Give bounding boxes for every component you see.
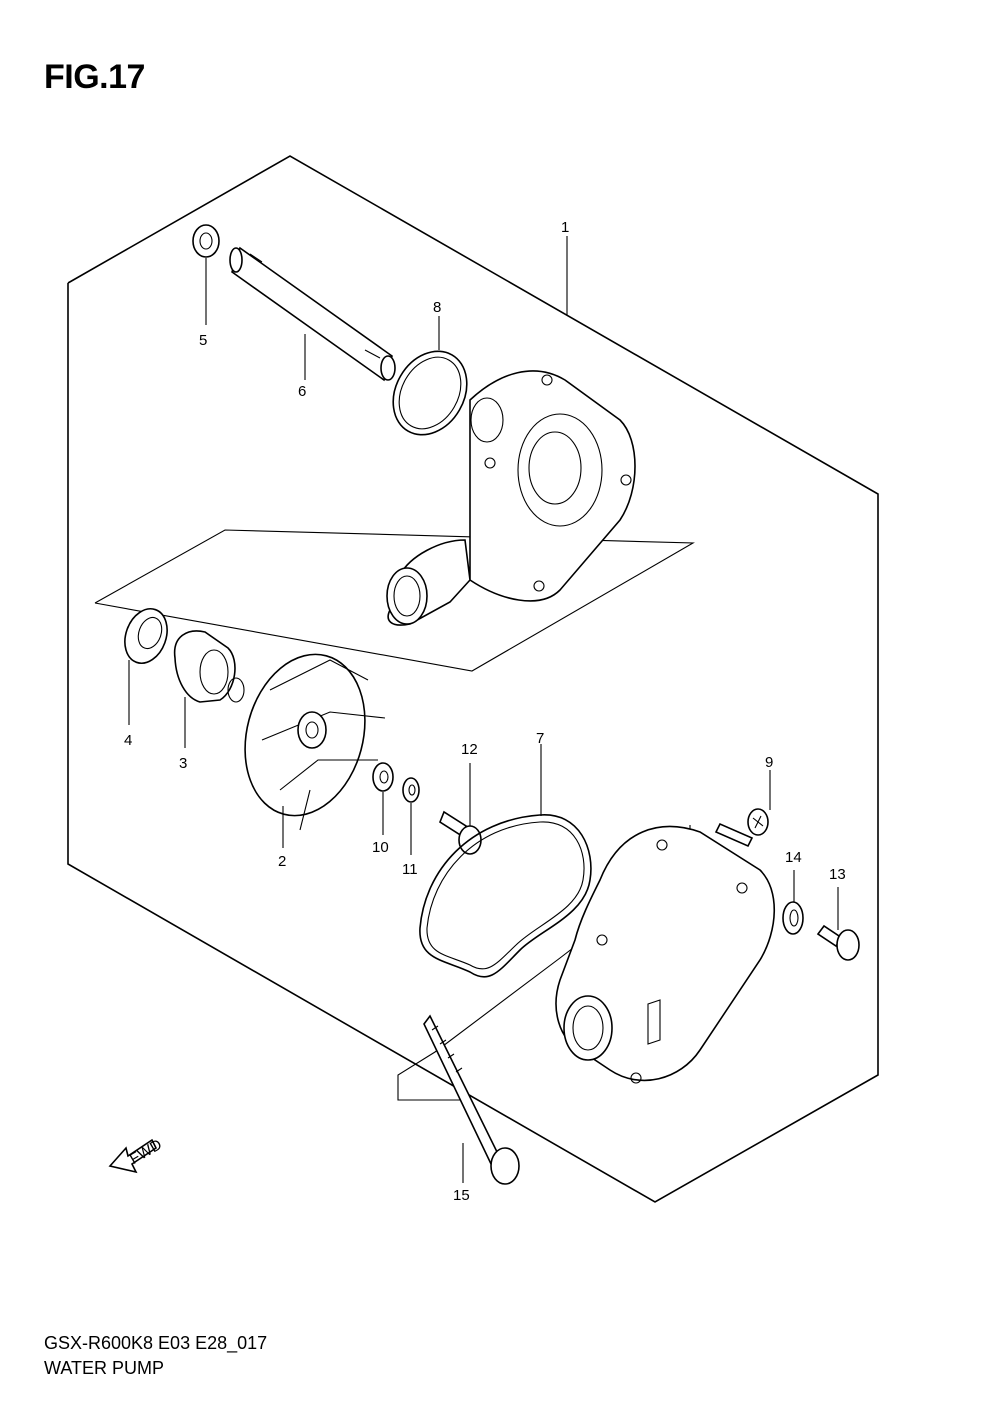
- callout-9: 9: [765, 754, 773, 771]
- callout-13: 13: [829, 866, 846, 883]
- part-14-washer[interactable]: [782, 901, 804, 935]
- part-3-mechanical-seal[interactable]: [173, 630, 245, 703]
- fwd-arrow-icon: FWD: [108, 1136, 165, 1174]
- part-9-screw[interactable]: [714, 808, 769, 848]
- callout-10: 10: [372, 839, 389, 856]
- part-1-pump-body[interactable]: [386, 370, 636, 626]
- part-7-gasket[interactable]: [419, 814, 592, 978]
- part-8-o-ring[interactable]: [379, 338, 482, 448]
- callout-8: 8: [433, 299, 441, 316]
- callout-7: 7: [536, 730, 544, 747]
- callout-5: 5: [199, 332, 207, 349]
- part-4-oil-seal[interactable]: [118, 603, 175, 669]
- callout-2: 2: [278, 853, 286, 870]
- pump-cover[interactable]: [555, 825, 775, 1084]
- part-13-bolt[interactable]: [816, 924, 860, 961]
- part-2-impeller[interactable]: [228, 641, 386, 831]
- part-11-washer[interactable]: [402, 777, 420, 803]
- assembly-boundary: [67, 155, 879, 1203]
- callout-15: 15: [453, 1187, 470, 1204]
- callout-3: 3: [179, 755, 187, 772]
- diagram-name: WATER PUMP: [44, 1358, 164, 1378]
- model-code: GSX-R600K8 E03 E28_017: [44, 1333, 268, 1353]
- part-10-washer[interactable]: [372, 762, 394, 792]
- callout-11: 11: [402, 861, 418, 878]
- part-15-bolt[interactable]: [423, 1014, 520, 1185]
- leader-lines: [128, 236, 839, 1183]
- figure-title: FIG.17: [44, 58, 145, 96]
- callout-6: 6: [298, 383, 306, 400]
- callout-4: 4: [124, 732, 132, 749]
- part-6-shaft[interactable]: [229, 246, 396, 382]
- callout-14: 14: [785, 849, 802, 866]
- callout-12: 12: [461, 741, 478, 758]
- part-5-washer[interactable]: [192, 224, 220, 258]
- callout-1: 1: [561, 219, 569, 236]
- fwd-label: FWD: [127, 1136, 165, 1168]
- housing-subgroup-boundary: [94, 529, 695, 672]
